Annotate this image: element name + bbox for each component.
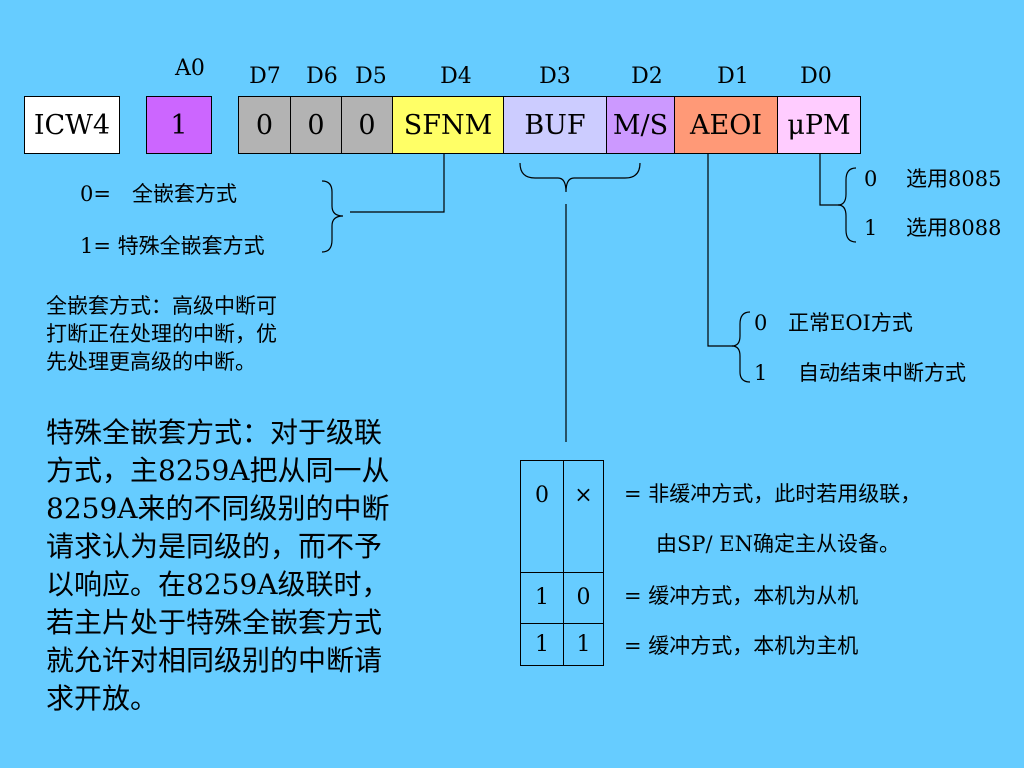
sfnm-option-1: 1= 特殊全嵌套方式 [80, 234, 265, 258]
full-nesting-line-3: 先处理更高级的中断。 [46, 350, 256, 374]
special-nesting-line-5: 以响应。在8259A级联时， [46, 568, 390, 601]
aeoi-bit-box: AEOI [674, 96, 778, 154]
special-nesting-line-8: 求开放。 [46, 682, 159, 715]
bit-label-d0: D0 [800, 64, 832, 89]
upm-option-1-value: 1 [864, 216, 878, 240]
full-nesting-line-1: 全嵌套方式：高级中断可 [46, 294, 277, 318]
sfnm-option-0: 0= 全嵌套方式 [80, 182, 237, 206]
buf-desc-row-2: = 缓冲方式，本机为从机 [624, 584, 859, 608]
aeoi-option-0-value: 0 [754, 311, 768, 335]
buf-bit-box: BUF [503, 96, 607, 154]
upm-option-1-text: 选用8088 [906, 216, 1002, 240]
ms-bit-box: M/S [606, 96, 675, 154]
a0-value-box: 1 [146, 96, 212, 154]
d7-bit-box: 0 [238, 96, 291, 154]
buf-desc-row-1-line-2: 由SP/ EN确定主从设备。 [656, 532, 900, 556]
special-nesting-line-3: 8259A来的不同级别的中断 [46, 492, 390, 525]
buf-table-row-1-ms: × [563, 460, 604, 573]
buf-table-row-2-buf: 1 [520, 572, 564, 624]
buf-desc-row-3: = 缓冲方式，本机为主机 [624, 634, 859, 658]
special-nesting-line-6: 若主片处于特殊全嵌套方式 [46, 606, 383, 639]
special-nesting-line-7: 就允许对相同级别的中断请 [46, 644, 383, 677]
buf-table-row-1-buf: 0 [520, 460, 564, 573]
a0-label: A0 [175, 56, 205, 81]
full-nesting-line-2: 打断正在处理的中断，优 [46, 322, 277, 346]
icw4-label-box: ICW4 [24, 96, 120, 154]
bit-label-d4: D4 [440, 64, 472, 89]
d5-bit-box: 0 [341, 96, 393, 154]
buf-desc-row-1-line-1: = 非缓冲方式，此时若用级联， [624, 482, 922, 506]
special-nesting-line-4: 请求认为是同级的，而不予 [46, 530, 383, 563]
buf-table-row-3-buf: 1 [520, 623, 564, 666]
bit-label-d2: D2 [631, 64, 663, 89]
aeoi-option-1-text: 自动结束中断方式 [798, 361, 966, 385]
bit-label-d3: D3 [539, 64, 571, 89]
buf-table-row-3-ms: 1 [563, 623, 604, 666]
sfnm-bit-box: SFNM [392, 96, 504, 154]
bit-label-d7: D7 [249, 64, 281, 89]
upm-option-0-value: 0 [864, 167, 878, 191]
upm-bit-box: μPM [777, 96, 861, 154]
special-nesting-note: 特殊全嵌套方式：对于级联 方式，主8259A把从同一从 8259A来的不同级别的… [46, 414, 389, 718]
special-nesting-line-1: 特殊全嵌套方式：对于级联 [46, 416, 383, 449]
special-nesting-line-2: 方式，主8259A把从同一从 [46, 454, 390, 487]
aeoi-option-0-text: 正常EOI方式 [788, 311, 913, 335]
upm-option-0-text: 选用8085 [906, 167, 1002, 191]
bit-label-d5: D5 [355, 64, 387, 89]
buf-table-row-2-ms: 0 [563, 572, 604, 624]
aeoi-option-1-value: 1 [754, 361, 768, 385]
full-nesting-note: 全嵌套方式：高级中断可 打断正在处理的中断，优 先处理更高级的中断。 [46, 292, 277, 376]
bit-label-d1: D1 [717, 64, 749, 89]
bit-label-d6: D6 [306, 64, 338, 89]
